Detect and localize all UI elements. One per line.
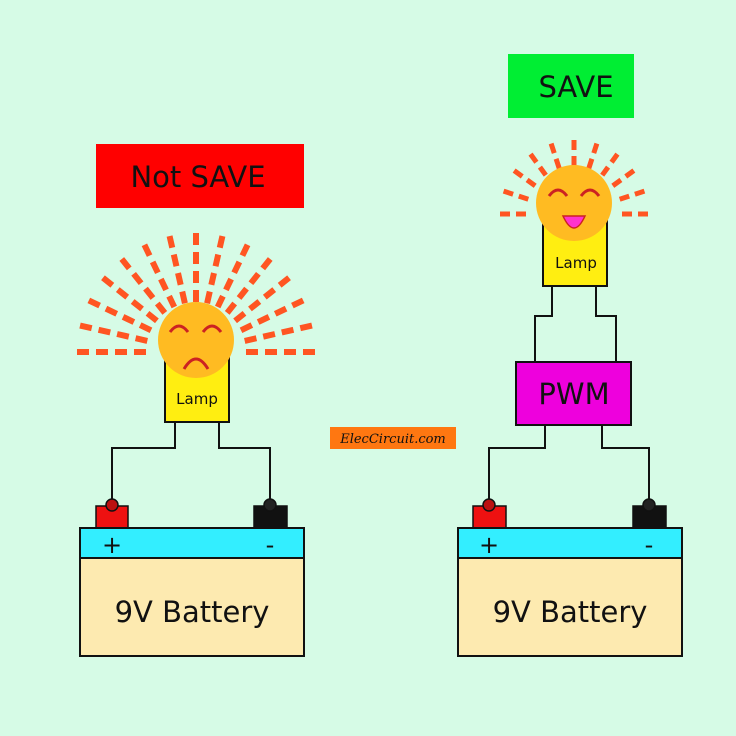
light-ray xyxy=(611,166,639,188)
right-plus-sign: + xyxy=(479,531,499,559)
watermark: ElecCircuit.com xyxy=(330,427,456,449)
light-ray xyxy=(204,232,227,304)
light-ray xyxy=(84,296,153,334)
light-ray xyxy=(224,254,275,315)
save-label: SAVE xyxy=(538,70,613,104)
light-ray xyxy=(76,321,148,344)
watermark-text: ElecCircuit.com xyxy=(339,432,446,447)
watermark-background xyxy=(330,427,456,449)
light-ray xyxy=(233,273,294,324)
left-battery-label: 9V Battery xyxy=(115,595,270,629)
right-lamp-label: Lamp xyxy=(555,254,597,272)
light-ray xyxy=(547,139,562,170)
right-lamp-wires xyxy=(534,286,617,362)
light-ray xyxy=(239,296,308,334)
left-plus-sign: + xyxy=(102,531,122,559)
light-ray xyxy=(244,321,316,344)
left-wires xyxy=(111,422,271,505)
left-battery-top xyxy=(79,527,305,559)
light-ray xyxy=(98,273,159,324)
left-battery-body xyxy=(79,557,305,657)
left-lamp-rays xyxy=(74,230,318,355)
happy-face-icon xyxy=(536,165,612,241)
light-ray xyxy=(499,187,530,202)
save-badge xyxy=(508,54,634,118)
not-save-label: Not SAVE xyxy=(130,160,265,194)
light-ray xyxy=(526,149,548,177)
light-ray xyxy=(165,232,188,304)
sad-face-icon xyxy=(158,302,234,378)
right-battery-top xyxy=(457,527,683,559)
light-ray xyxy=(140,240,178,309)
pwm-controller xyxy=(515,361,632,426)
light-ray xyxy=(586,139,601,170)
left-minus-sign: - xyxy=(266,531,275,559)
right-minus-sign: - xyxy=(645,531,654,559)
not-save-badge xyxy=(96,144,304,208)
right-circuit: SAVE Lamp PWM + - 9V Battery xyxy=(457,54,683,657)
light-ray xyxy=(600,149,622,177)
left-lamp-label: Lamp xyxy=(176,390,218,408)
pwm-label: PWM xyxy=(538,377,609,411)
light-ray xyxy=(618,187,649,202)
right-battery-body xyxy=(457,557,683,657)
right-battery-label: 9V Battery xyxy=(493,595,648,629)
light-ray xyxy=(214,240,252,309)
light-ray xyxy=(117,254,168,315)
right-lamp-rays xyxy=(496,136,652,217)
light-ray xyxy=(509,166,537,188)
right-battery-wires xyxy=(488,425,650,505)
left-circuit: Not SAVE Lamp + - 9V Battery xyxy=(74,144,318,657)
